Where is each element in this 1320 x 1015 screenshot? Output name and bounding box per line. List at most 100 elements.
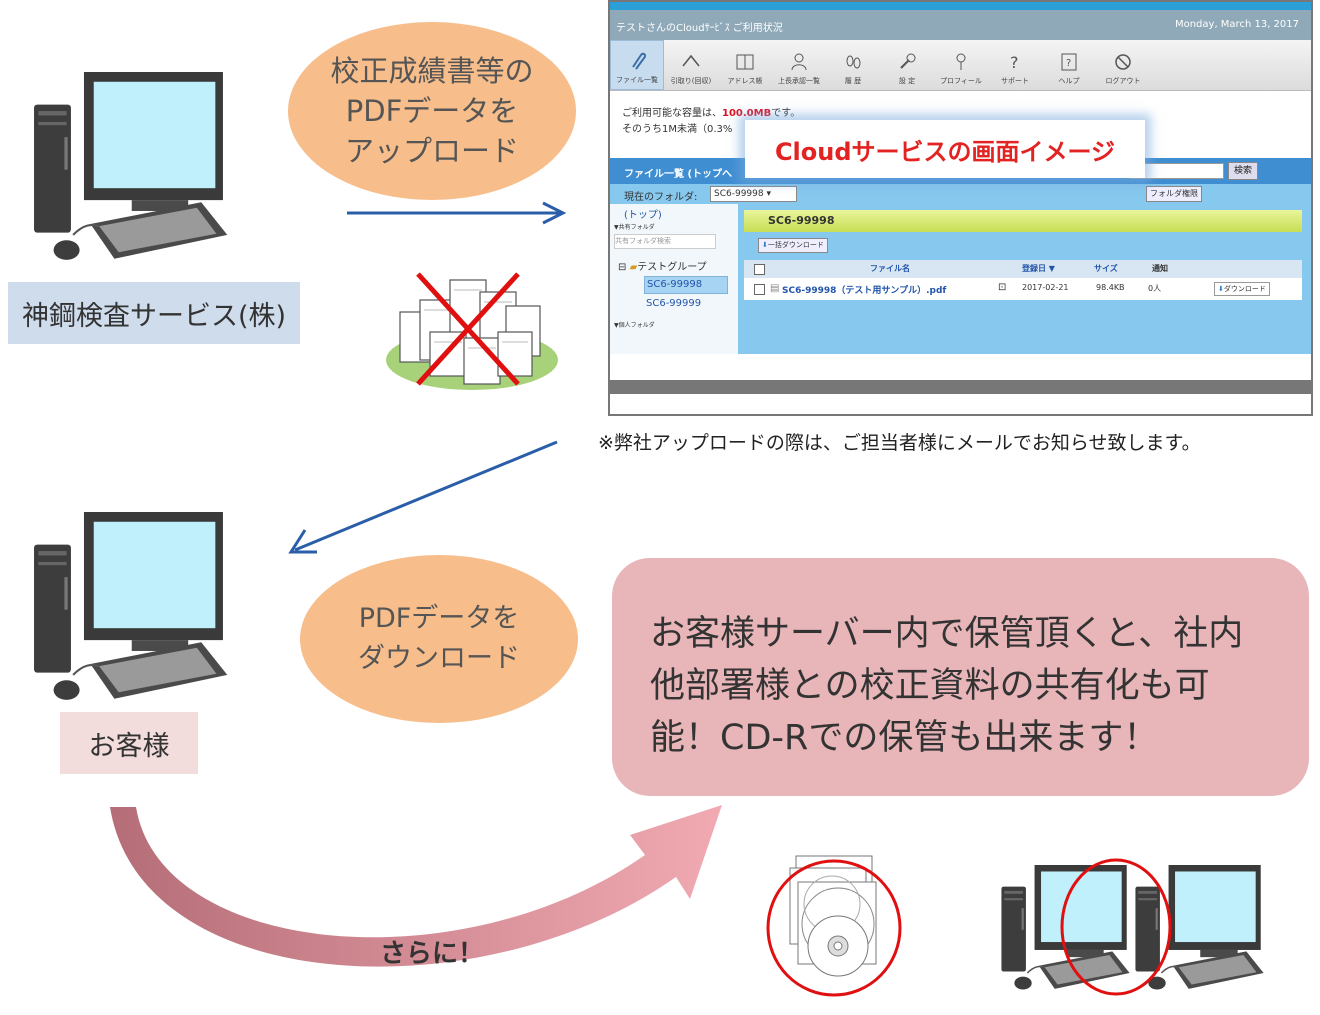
toolbar-label: サポート <box>1001 77 1029 85</box>
folder-select[interactable]: SC6-99998 ▾ <box>710 186 797 202</box>
file-notify: 0人 <box>1148 284 1162 293</box>
upload-arrow-icon <box>347 201 567 225</box>
footprint-icon <box>846 55 861 69</box>
toolbar-label: ログアウト <box>1105 77 1141 85</box>
tree-folder-selected[interactable]: SC6-99998 <box>644 276 728 294</box>
col-notify: 通知 <box>1152 264 1168 273</box>
file-download-label: ダウンロード <box>1223 285 1266 293</box>
upload-bubble-line3: アップロード <box>344 134 519 168</box>
tree-group-label: テストグループ <box>637 262 707 273</box>
col-date[interactable]: 登録日 ▼ <box>1022 264 1055 273</box>
file-table-header: ファイル名 登録日 ▼ サイズ 通知 <box>744 260 1302 278</box>
message-line3: 能！CD-Rでの保管も出来ます！ <box>650 718 1159 758</box>
file-download-button[interactable]: ⬇ダウンロード <box>1214 282 1270 296</box>
toolbar-pickup[interactable]: 引取り(回収) <box>664 40 718 90</box>
file-row: ▤ SC6-99998（テスト用サンプル）.pdf ⊡ 2017-02-21 9… <box>744 278 1302 300</box>
wrench-icon <box>900 53 916 69</box>
logout-icon <box>1115 54 1131 70</box>
tree-shared-heading: ▼共有フォルダ <box>614 224 655 231</box>
folder-select-value: SC6-99998 <box>714 189 764 199</box>
paper-documents-crossed-icon <box>386 272 558 390</box>
file-panel: 現在のフォルダ: SC6-99998 ▾ フォルダ権限 (トップ) ▼共有フォル… <box>610 184 1311 354</box>
customer-computer-icon <box>32 512 229 701</box>
capacity-line2: そのうち1M未満（0.3% <box>622 124 733 135</box>
tree-search-input[interactable]: 共有フォルダ検索 <box>614 234 716 249</box>
search-button[interactable]: 検索 <box>1228 162 1258 180</box>
toolbar-address-book[interactable]: アドレス帳 <box>718 40 772 90</box>
toolbar-label: ヘルプ <box>1058 77 1080 85</box>
current-folder-label: 現在のフォルダ: <box>624 192 698 203</box>
message-box: お客様サーバー内で保管頂くと、社内 他部署様との校正資料の共有化も可 能！CD-… <box>612 558 1309 796</box>
toolbar-support[interactable]: ? サポート <box>988 40 1042 90</box>
toolbar-logout[interactable]: ログアウト <box>1096 40 1150 90</box>
capacity-line1: ご利用可能な容量は、100.0MBです。 <box>622 104 800 119</box>
toolbar-label: 上長承認一覧 <box>778 77 820 85</box>
capacity-prefix: ご利用可能な容量は、 <box>622 108 722 119</box>
tree-group[interactable]: ⊟ ▰テストグループ <box>618 262 707 273</box>
file-date: 2017-02-21 <box>1022 283 1069 292</box>
file-size: 98.4KB <box>1096 283 1125 292</box>
cloud-service-screenshot: テストさんのCloudｻｰﾋﾞｽ ご利用状況 Monday, March 13,… <box>608 0 1313 416</box>
curved-arrow-icon <box>110 805 722 967</box>
toolbar-profile[interactable]: プロフィール <box>934 40 988 90</box>
folder-header-label: SC6-99998 <box>768 214 835 227</box>
further-label: さらに！ <box>380 939 485 969</box>
toolbar-label: 引取り(回収) <box>670 77 712 85</box>
subbar-date: Monday, March 13, 2017 <box>1174 19 1299 30</box>
paperclip-icon <box>632 52 647 70</box>
cd-stack-circled-icon <box>766 855 902 997</box>
office-computers-circled-icon <box>1000 858 1265 996</box>
toolbar-label: 履 歴 <box>844 77 862 85</box>
tree-top-link[interactable]: (トップ) <box>624 210 662 221</box>
toolbar-file-list[interactable]: ファイル一覧 <box>610 40 664 90</box>
provider-computer-icon <box>32 72 229 261</box>
toolbar-approval[interactable]: 上長承認一覧 <box>772 40 826 90</box>
screen-image-popup-text: Cloudサービスの画面イメージ <box>774 137 1116 166</box>
tree-personal-heading: ▼個人フォルダ <box>614 322 655 329</box>
download-arrow-icon <box>288 440 558 554</box>
book-icon <box>736 54 754 70</box>
bulk-download-label: 一括ダウンロード <box>767 241 824 249</box>
customer-label: お客様 <box>60 712 198 774</box>
file-list-label[interactable]: ファイル一覧 (トップへ <box>624 169 733 180</box>
screenshot-titlebar <box>610 2 1311 10</box>
screen-image-popup: Cloudサービスの画面イメージ <box>745 120 1145 178</box>
profile-icon <box>956 53 966 70</box>
tree-folder2-label[interactable]: SC6-99999 <box>646 298 702 309</box>
help-icon: ? <box>1061 53 1077 71</box>
file-name-link[interactable]: SC6-99998（テスト用サンプル）.pdf <box>782 286 947 296</box>
subbar-title: テストさんのCloudｻｰﾋﾞｽ ご利用状況 <box>616 23 783 34</box>
folder-tree: (トップ) ▼共有フォルダ 共有フォルダ検索 ⊟ ▰テストグループ SC6-99… <box>610 204 738 354</box>
toolbar-settings[interactable]: 設 定 <box>880 40 934 90</box>
download-bubble-line1: PDFデータを <box>358 603 520 634</box>
col-size[interactable]: サイズ <box>1094 264 1118 273</box>
upload-bubble-line2: PDFデータを <box>345 94 519 128</box>
capacity-value: 100.0MB <box>722 108 772 119</box>
toolbar-history[interactable]: 履 歴 <box>826 40 880 90</box>
customer-label-text: お客様 <box>88 730 170 762</box>
toolbar-label: プロフィール <box>940 77 982 85</box>
folder-permission-button[interactable]: フォルダ権限 <box>1146 186 1202 202</box>
preview-book-icon[interactable]: ⊡ <box>998 282 1007 293</box>
select-all-checkbox[interactable] <box>754 264 765 275</box>
question-icon: ? <box>1010 53 1019 72</box>
pdf-file-icon: ▤ <box>770 283 780 294</box>
provider-label-text: 神鋼検査サービス(株) <box>21 300 287 332</box>
person-icon <box>791 53 807 71</box>
bulk-download-button[interactable]: ⬇一括ダウンロード <box>758 238 828 253</box>
download-bubble: PDFデータを ダウンロード <box>300 555 578 723</box>
download-bubble-line2: ダウンロード <box>358 643 520 674</box>
upload-bubble-line1: 校正成績書等の <box>330 54 534 88</box>
upload-notice: ※弊社アップロードの際は、ご担当者様にメールでお知らせ致します。 <box>598 432 1201 454</box>
message-line2: 他部署様との校正資料の共有化も可 <box>650 666 1210 706</box>
upload-bubble: 校正成績書等の PDFデータを アップロード <box>288 22 576 200</box>
toolbar-help[interactable]: ? ヘルプ <box>1042 40 1096 90</box>
toolbar-label: ファイル一覧 <box>616 76 658 84</box>
col-filename[interactable]: ファイル名 <box>870 264 910 273</box>
message-line1: お客様サーバー内で保管頂くと、社内 <box>650 614 1244 654</box>
file-checkbox[interactable] <box>754 284 765 295</box>
toolbar-label: アドレス帳 <box>727 77 763 85</box>
screenshot-subbar: テストさんのCloudｻｰﾋﾞｽ ご利用状況 Monday, March 13,… <box>610 10 1311 40</box>
pickup-icon <box>682 54 700 67</box>
provider-label: 神鋼検査サービス(株) <box>8 282 300 344</box>
